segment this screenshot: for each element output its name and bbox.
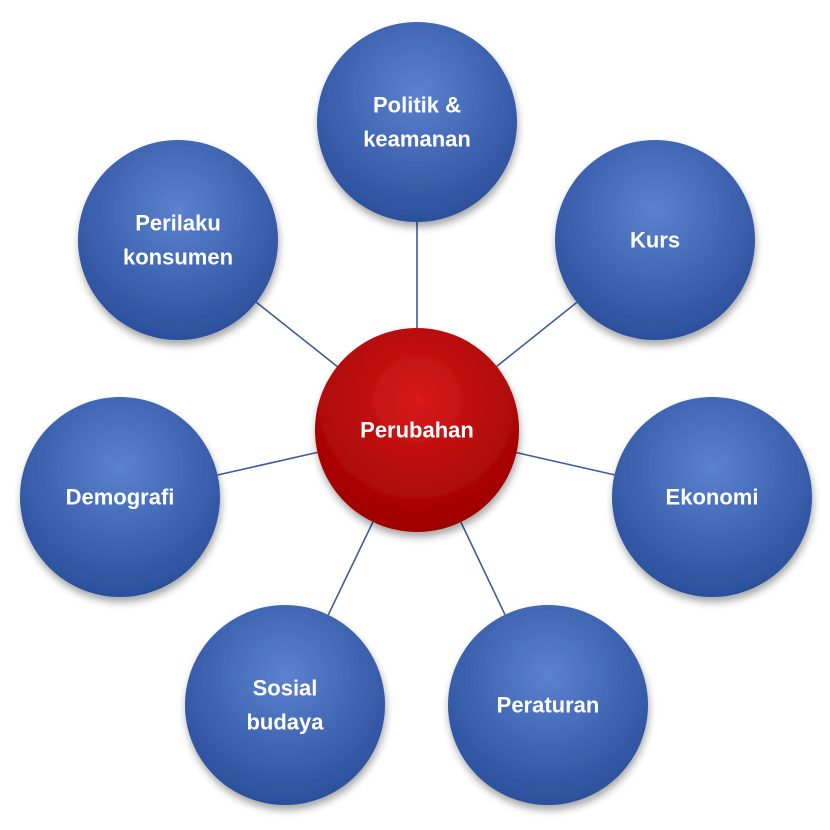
node-circle-kurs bbox=[555, 140, 755, 340]
node-perilaku: Perilaku konsumen bbox=[78, 140, 278, 340]
node-label-sosial-0: Sosial bbox=[253, 676, 318, 701]
node-circle-ekonomi bbox=[612, 397, 812, 597]
center-circle bbox=[315, 328, 519, 532]
node-kurs: Kurs bbox=[555, 140, 755, 340]
node-circle-demografi bbox=[20, 397, 220, 597]
node-circle-politik bbox=[317, 22, 517, 222]
node-label-ekonomi-0: Ekonomi bbox=[666, 485, 759, 510]
node-label-politik-1: keamanan bbox=[363, 127, 471, 152]
node-label-sosial-1: budaya bbox=[246, 710, 324, 735]
node-label-perilaku-1: konsumen bbox=[123, 245, 233, 270]
node-ekonomi: Ekonomi bbox=[612, 397, 812, 597]
node-label-demografi-0: Demografi bbox=[66, 485, 175, 510]
node-demografi: Demografi bbox=[20, 397, 220, 597]
connector-sosial bbox=[327, 521, 374, 616]
node-peraturan: Peraturan bbox=[448, 605, 648, 805]
connector-kurs bbox=[496, 301, 578, 368]
connector-peraturan bbox=[460, 521, 506, 616]
node-circle-perilaku bbox=[78, 140, 278, 340]
node-label-kurs-0: Kurs bbox=[630, 228, 680, 253]
node-label-perilaku-0: Perilaku bbox=[135, 211, 221, 236]
node-label-peraturan-0: Peraturan bbox=[497, 693, 600, 718]
center-node: Perubahan bbox=[315, 328, 519, 532]
connector-demografi bbox=[217, 451, 318, 476]
node-politik: Politik & keamanan bbox=[317, 22, 517, 222]
connector-lines bbox=[217, 222, 615, 616]
node-sosial: Sosial budaya bbox=[185, 605, 385, 805]
connector-perilaku bbox=[255, 301, 338, 368]
center-label: Perubahan bbox=[360, 418, 474, 443]
node-label-politik-0: Politik & bbox=[373, 93, 461, 118]
node-circle-peraturan bbox=[448, 605, 648, 805]
node-circle-sosial bbox=[185, 605, 385, 805]
connector-ekonomi bbox=[516, 451, 615, 476]
